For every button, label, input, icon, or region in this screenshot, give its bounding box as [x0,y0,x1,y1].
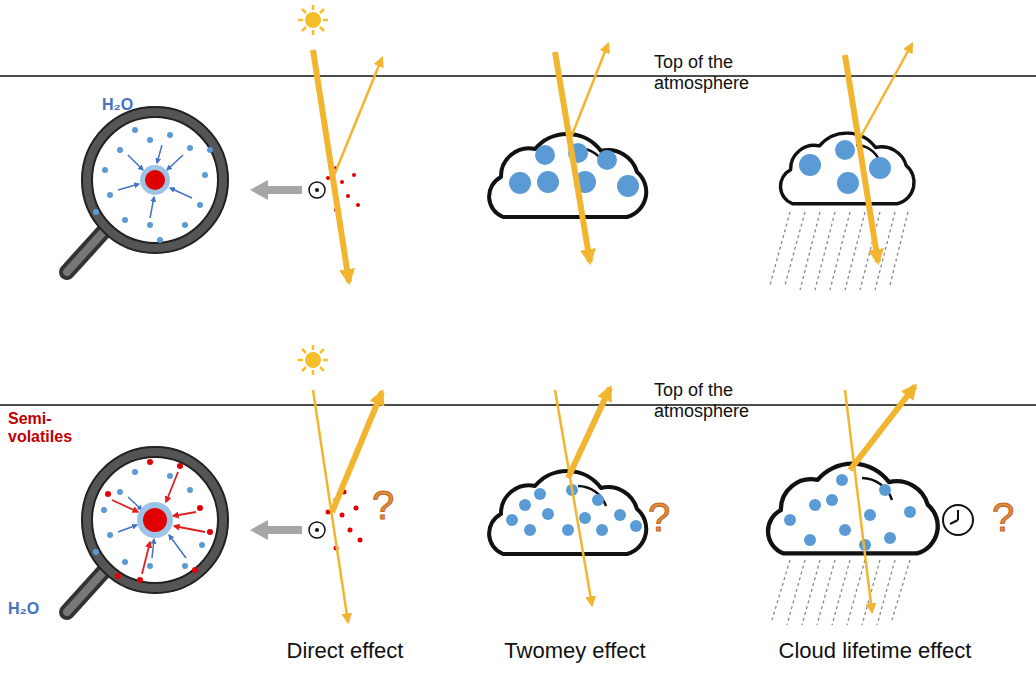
question-mark: ? [648,494,684,540]
question-mark: ? [372,482,408,528]
effect-title: Cloud lifetime effect [745,638,1005,663]
effect-title: Direct effect [240,638,450,663]
molecule-label: H₂O [102,96,162,114]
boundary-label: Top of the atmosphere [654,52,794,93]
boundary-label: Top of the atmosphere [654,380,794,421]
effect-title: Twomey effect [470,638,680,663]
species-label: Semi-volatiles [8,410,74,447]
question-mark: ? [992,494,1028,540]
molecule-label: H₂O [8,600,68,618]
